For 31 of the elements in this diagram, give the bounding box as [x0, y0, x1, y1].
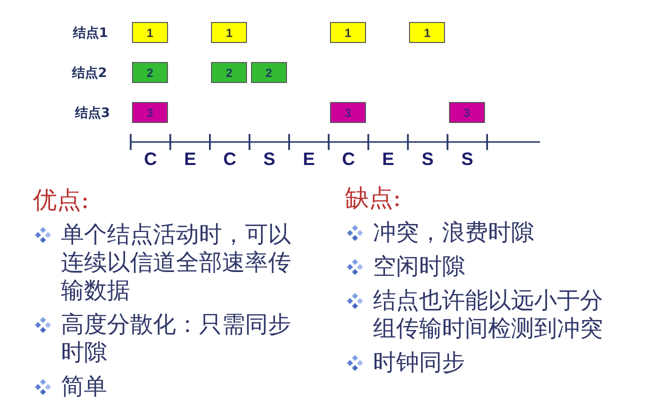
packet-block: 1	[330, 22, 366, 43]
list-item-text: 冲突，浪费时隙	[373, 219, 535, 247]
slot-status-label: E	[381, 149, 396, 169]
packet-block: 1	[409, 22, 446, 43]
node-label: 结点1	[73, 26, 108, 42]
section-heading: 缺点:	[345, 184, 402, 212]
node-label: 结点2	[72, 66, 108, 82]
node-label: 结点3	[75, 106, 110, 122]
slot-status-label: S	[262, 149, 276, 169]
section-heading: 优点:	[33, 186, 90, 214]
list-item-text: 结点也许能以远小于分组传输时间检测到冲突	[373, 287, 604, 343]
slot-status-label: C	[142, 149, 158, 169]
list-item-text: 单个结点活动时，可以连续以信道全部速率传输数据	[61, 221, 292, 305]
packet-block: 2	[250, 62, 287, 83]
slot-status-label: S	[420, 149, 435, 169]
packet-block: 3	[448, 102, 485, 123]
slot-status-label: C	[340, 149, 356, 169]
packet-block: 2	[132, 62, 168, 83]
slot-status-label: E	[302, 149, 316, 169]
slot-status-label: C	[222, 149, 238, 169]
slot-status-label: S	[460, 149, 474, 169]
packet-block: 1	[132, 22, 168, 43]
list-item-text: 时钟同步	[373, 349, 466, 377]
packet-block: 3	[132, 102, 168, 123]
list-item-text: 空闲时隙	[373, 253, 466, 281]
packet-block: 3	[330, 102, 366, 123]
packet-block: 1	[211, 22, 248, 43]
list-item-text: 高度分散化：只需同步时隙	[61, 311, 292, 367]
list-item-text: 简单	[61, 373, 108, 401]
packet-block: 2	[211, 62, 248, 83]
slot-status-label: E	[183, 149, 198, 169]
